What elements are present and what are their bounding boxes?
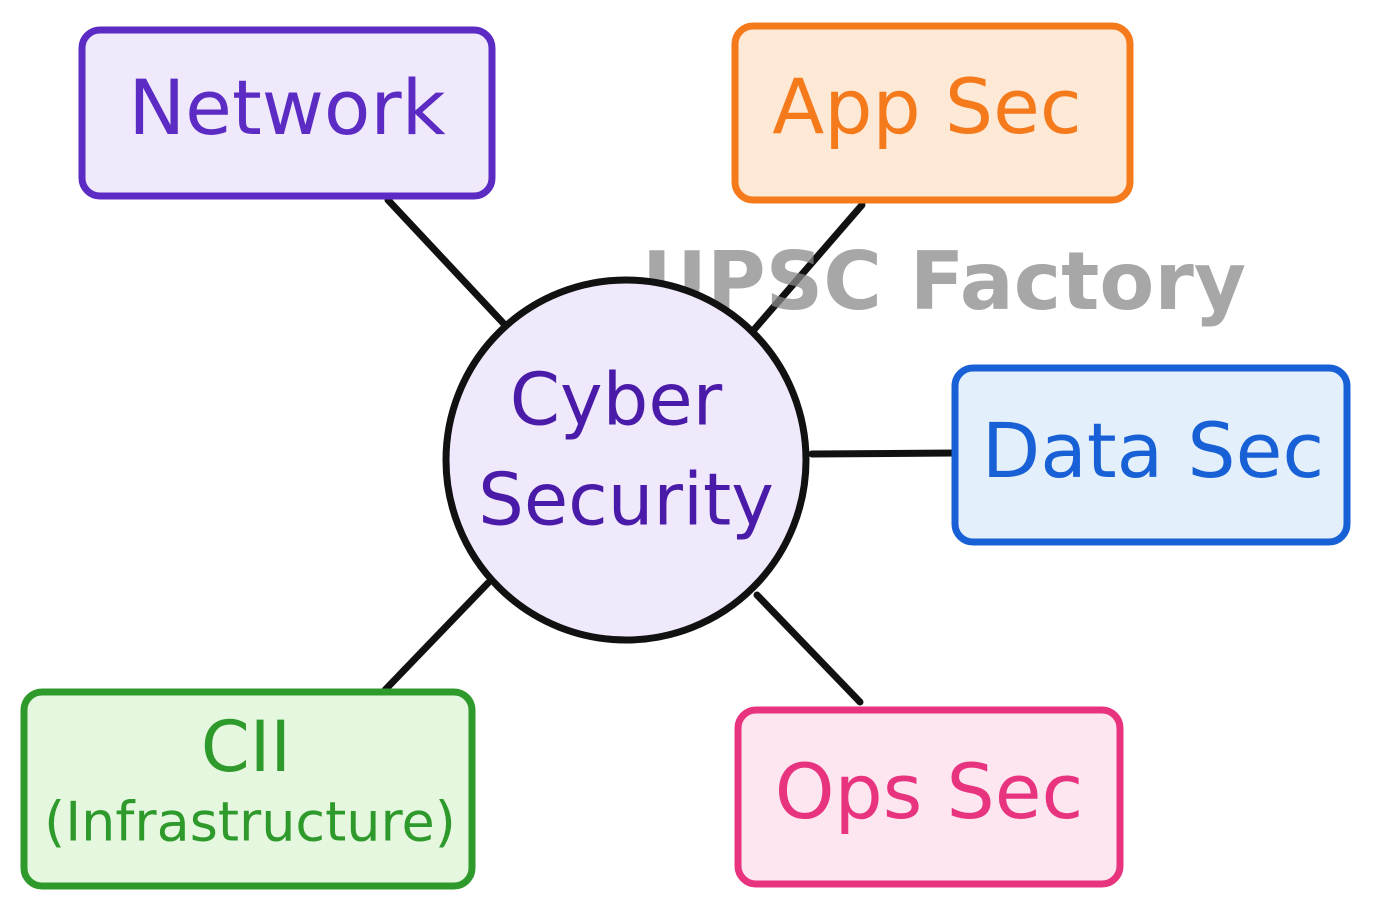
- app-sec-box: [731, 22, 1134, 204]
- connector-ops-sec: [753, 591, 864, 706]
- center-label-line2: Security: [478, 458, 774, 542]
- cii-box: [20, 688, 476, 890]
- data-sec-box: [951, 364, 1351, 546]
- app-sec-label: App Sec: [772, 62, 1081, 151]
- node-app-sec: App Sec: [731, 22, 1134, 204]
- node-data-sec: Data Sec: [951, 364, 1351, 546]
- connector-app-sec: [748, 201, 866, 336]
- network-label: Network: [128, 63, 445, 152]
- node-ops-sec: Ops Sec: [734, 706, 1124, 888]
- data-sec-label: Data Sec: [982, 406, 1324, 495]
- connector-network: [384, 196, 509, 329]
- center-circle: [442, 276, 810, 644]
- node-network: Network: [78, 26, 496, 200]
- ops-sec-box: [734, 706, 1124, 888]
- network-box: [78, 26, 496, 200]
- center-label-line1: Cyber: [510, 358, 723, 442]
- cii-infrastructure-label: (Infrastructure): [44, 791, 456, 854]
- connector-data-sec: [808, 449, 959, 458]
- watermark-text: UPSC Factory: [642, 235, 1246, 328]
- node-cii: CII (Infrastructure): [20, 688, 476, 890]
- center-node: Cyber Security: [442, 276, 810, 644]
- connector-cii: [381, 579, 492, 694]
- cii-label: CII: [201, 706, 291, 788]
- ops-sec-label: Ops Sec: [775, 747, 1084, 836]
